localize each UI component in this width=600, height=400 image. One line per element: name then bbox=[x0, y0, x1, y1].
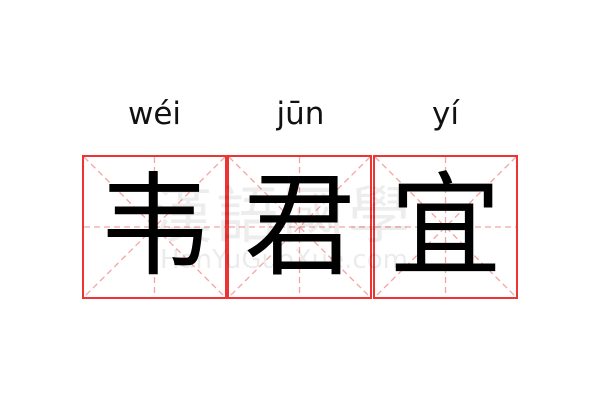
watermark-logo: 漢語國學 bbox=[150, 179, 415, 252]
guide-lines bbox=[229, 157, 370, 297]
pinyin-2: jūn bbox=[276, 96, 325, 132]
pinyin-3: yí bbox=[432, 96, 459, 132]
guide-lines bbox=[375, 157, 516, 297]
character-grid: 韦 君 宜 bbox=[82, 155, 518, 299]
grid-cell-1: 韦 bbox=[82, 155, 227, 299]
grid-cell-3: 宜 bbox=[373, 155, 518, 299]
character-2: 君 bbox=[243, 162, 356, 292]
character-1: 韦 bbox=[98, 162, 211, 292]
grid-cell-2: 君 bbox=[227, 155, 372, 299]
guide-lines bbox=[84, 157, 225, 297]
watermark-site: HanYuGuoXue.com bbox=[160, 245, 408, 275]
character-3: 宜 bbox=[389, 162, 502, 292]
pinyin-1: wéi bbox=[127, 96, 182, 132]
